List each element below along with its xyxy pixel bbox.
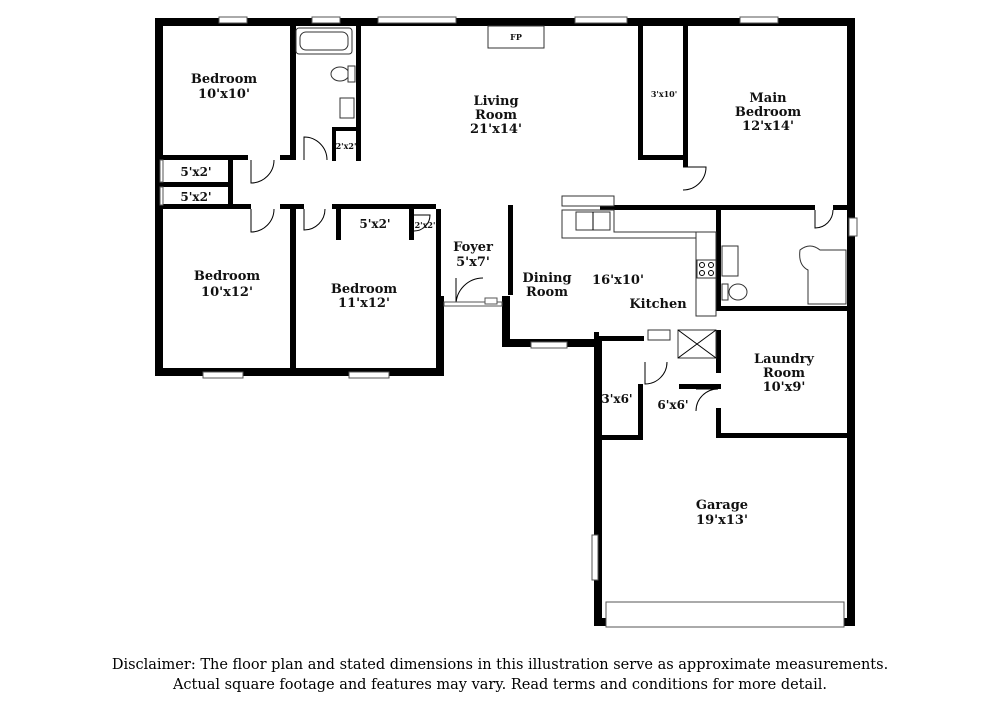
dining-room-name: Dining xyxy=(522,271,571,286)
closet-label-8: 6'x6' xyxy=(657,398,688,412)
toilet xyxy=(330,66,350,82)
closet-label-6: 3'x10' xyxy=(651,89,677,99)
laundry-room-name: Laundry xyxy=(754,352,814,367)
disclaimer-line-1: Disclaimer: The floor plan and stated di… xyxy=(111,657,889,673)
bedroom-w-dims: 10'x12' xyxy=(201,285,253,300)
kitchen-dims: 16'x10' xyxy=(592,273,644,288)
main-bedroom-name2: Bedroom xyxy=(735,105,802,120)
living-room-name2: Room xyxy=(475,108,517,123)
shower xyxy=(799,245,847,305)
bedroom-mid-dims: 11'x12' xyxy=(338,296,390,311)
bedroom-nw-dims: 10'x10' xyxy=(198,87,250,102)
closet-label-5: 2'x2' xyxy=(415,220,436,230)
interior-walls xyxy=(163,26,848,440)
living-room-dims: 21'x14' xyxy=(470,122,522,137)
dining-room-name2: Room xyxy=(526,285,568,300)
foyer-dims: 5'x7' xyxy=(456,255,490,270)
garage-dims: 19'x13' xyxy=(696,513,748,528)
closet-label-2: 5'x2' xyxy=(180,190,211,204)
fixtures xyxy=(295,25,847,359)
closet-label-1: 5'x2' xyxy=(180,165,211,179)
disclaimer-line-2: Actual square footage and features may v… xyxy=(172,677,828,693)
closet-label-4: 2'x2' xyxy=(336,141,357,151)
living-room-name: Living xyxy=(473,94,518,109)
foyer-name: Foyer xyxy=(453,240,493,255)
fireplace-label: FP xyxy=(510,32,522,42)
kitchen-name: Kitchen xyxy=(629,297,687,312)
doors xyxy=(250,136,834,412)
main-bedroom-dims: 12'x14' xyxy=(742,119,794,134)
main-bedroom-name: Main xyxy=(749,91,787,106)
laundry-room-dims: 10'x9' xyxy=(763,380,806,395)
closet-label-3: 5'x2' xyxy=(359,217,390,231)
room-labels: Bedroom 10'x10' Living Room 21'x14' Main… xyxy=(191,72,815,528)
laundry-room-name2: Room xyxy=(763,366,805,381)
bath-sink xyxy=(339,97,355,119)
bedroom-mid-name: Bedroom xyxy=(331,282,398,297)
bath2-sink xyxy=(721,245,739,277)
windows xyxy=(159,16,858,628)
bedroom-w-name: Bedroom xyxy=(194,269,261,284)
bedroom-nw-name: Bedroom xyxy=(191,72,258,87)
closet-label-7: 3'x6' xyxy=(601,392,632,406)
garage-name: Garage xyxy=(696,498,748,513)
bath2-toilet xyxy=(728,283,748,301)
fireplace xyxy=(487,25,545,49)
closet-labels: 5'x2' 5'x2' 5'x2' 2'x2' 2'x2' 3'x10' 3'x… xyxy=(180,32,688,412)
stove xyxy=(696,259,717,279)
